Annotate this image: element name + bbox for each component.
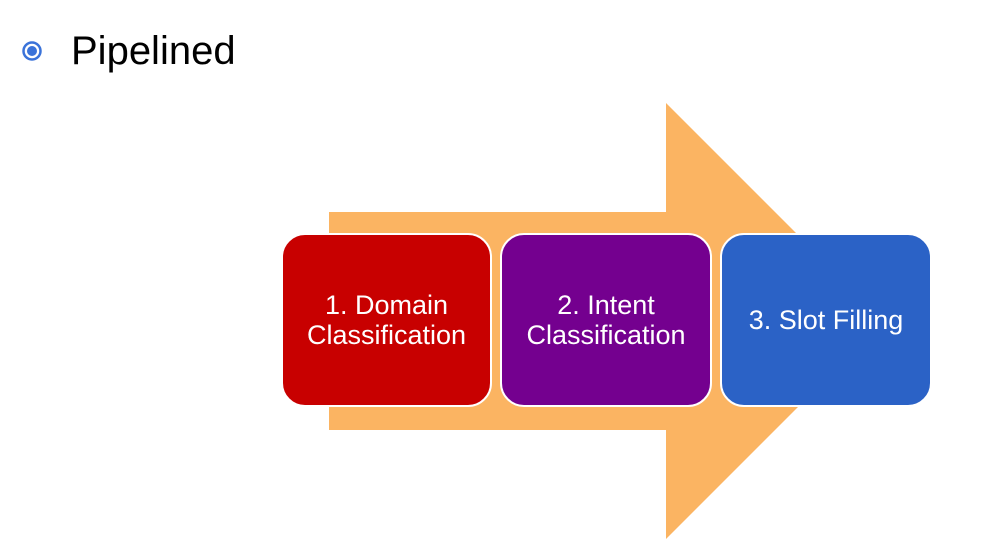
bullet-item: Pipelined	[22, 22, 236, 80]
step-label: 1. Domain Classification	[306, 290, 467, 350]
page-title: Pipelined	[71, 29, 236, 73]
step-domain-classification: 1. Domain Classification	[281, 233, 492, 407]
step-label: 3. Slot Filling	[748, 305, 904, 335]
step-intent-classification: 2. Intent Classification	[500, 233, 712, 407]
radio-bullet-icon	[22, 41, 42, 61]
step-slot-filling: 3. Slot Filling	[720, 233, 932, 407]
step-label: 2. Intent Classification	[526, 290, 686, 350]
